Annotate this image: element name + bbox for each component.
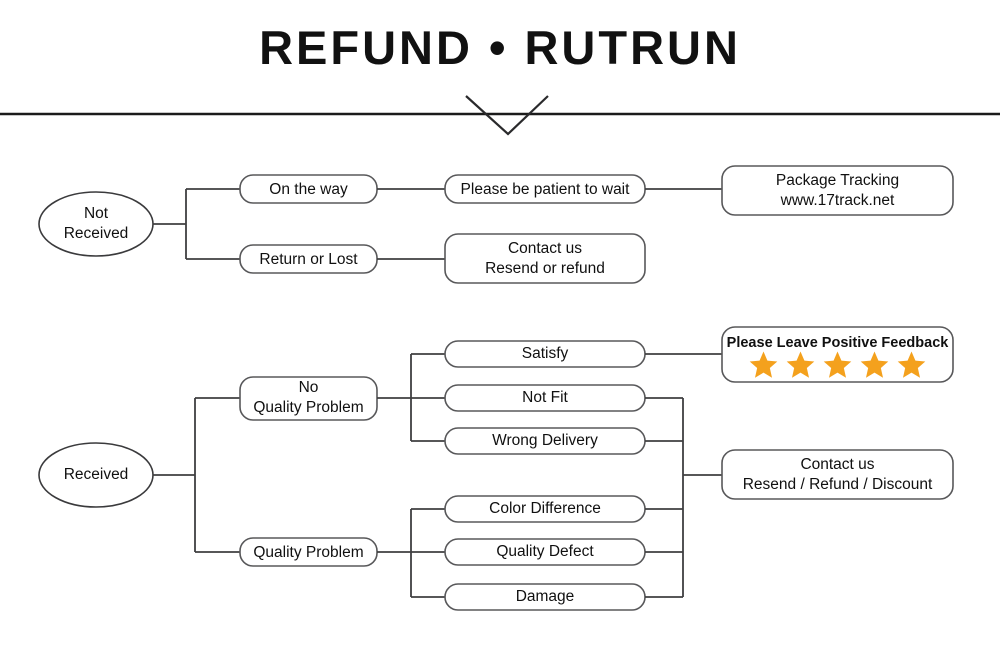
node-contact-us-discount-line2: Resend / Refund / Discount [743, 476, 933, 493]
star-icon[interactable] [749, 351, 778, 378]
node-satisfy-label: Satisfy [522, 345, 569, 362]
node-not-fit-label: Not Fit [522, 389, 568, 406]
node-color-difference-label: Color Difference [489, 500, 601, 517]
star-icon[interactable] [860, 351, 889, 378]
node-quality-defect-label: Quality Defect [496, 543, 594, 560]
star-rating[interactable] [749, 351, 926, 378]
node-contact-us-resend-refund[interactable] [444, 233, 646, 284]
node-return-or-lost-label: Return or Lost [259, 251, 358, 268]
node-quality-problem-label: Quality Problem [253, 544, 363, 561]
star-icon[interactable] [823, 351, 852, 378]
node-positive-feedback-label: Please Leave Positive Feedback [727, 335, 950, 351]
node-package-tracking-line1: Package Tracking [776, 172, 899, 189]
node-please-be-patient-label: Please be patient to wait [461, 181, 631, 198]
node-not-received-line2: Received [64, 225, 129, 242]
node-no-quality-problem-line2: Quality Problem [253, 399, 363, 416]
chevron-down-icon [465, 95, 549, 136]
node-contact-us-resend-refund-line2: Resend or refund [485, 260, 605, 277]
star-icon[interactable] [897, 351, 926, 378]
node-damage-label: Damage [516, 588, 575, 605]
node-contact-us-discount-line1: Contact us [800, 456, 874, 473]
star-icon[interactable] [786, 351, 815, 378]
node-wrong-delivery-label: Wrong Delivery [492, 432, 598, 449]
node-package-tracking[interactable] [721, 165, 954, 216]
node-contact-us-resend-refund-discount[interactable] [721, 449, 954, 500]
node-package-tracking-line2: www.17track.net [780, 192, 895, 209]
page-title: REFUND • RUTRUN [259, 21, 741, 74]
node-contact-us-resend-refund-line1: Contact us [508, 240, 582, 257]
node-not-received[interactable] [38, 191, 154, 257]
node-received-label: Received [64, 466, 129, 483]
node-not-received-line1: Not [84, 205, 109, 222]
node-on-the-way-label: On the way [269, 181, 348, 198]
node-no-quality-problem-line1: No [299, 379, 319, 396]
